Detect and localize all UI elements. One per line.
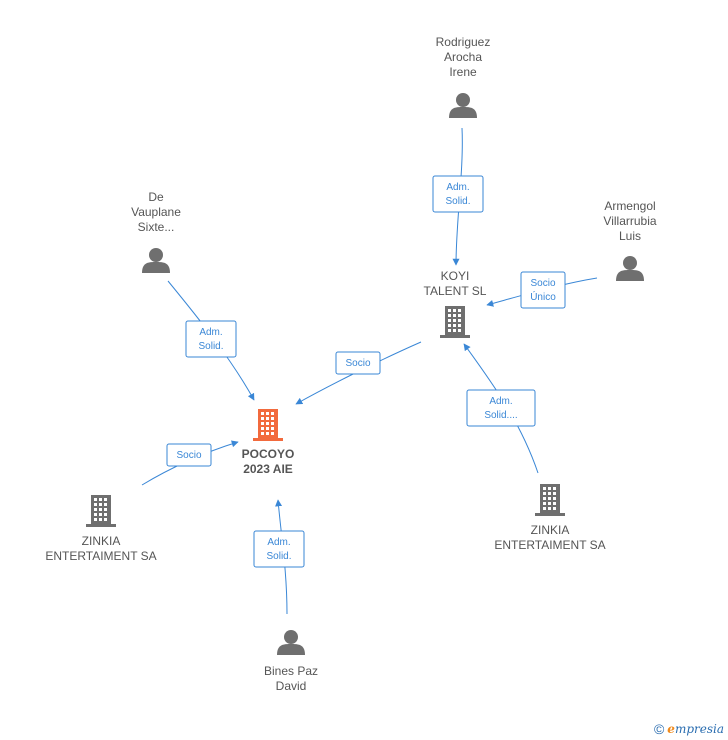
person-icon xyxy=(277,630,305,655)
edge-label-box[interactable]: Adm. Solid. xyxy=(253,530,305,568)
edge-label-text: Solid. xyxy=(198,341,223,352)
edge-label-text: Adm. xyxy=(489,396,512,407)
edge-label-frame xyxy=(253,530,305,568)
building-icon xyxy=(440,306,470,338)
edge-label-text: Socio xyxy=(345,358,370,369)
edge-label-box[interactable]: Socio xyxy=(166,443,212,467)
node-label: Arocha xyxy=(444,50,482,64)
edge-rodriguez-to-koyi: Adm. Solid. xyxy=(432,127,484,266)
edge-label-text: Solid.... xyxy=(484,410,517,421)
edge-label-frame xyxy=(466,389,536,427)
edge-label-text: Solid. xyxy=(445,196,470,207)
node-label: De xyxy=(148,190,164,204)
edge-vauplane-to-pocoyo: Adm. Solid. xyxy=(167,280,255,401)
node-label: POCOYO xyxy=(242,447,295,461)
building-icon xyxy=(86,495,116,527)
building-icon xyxy=(253,409,283,441)
node-label: Irene xyxy=(449,65,477,79)
footer-brand: © empresia xyxy=(654,721,724,737)
edge-label-text: Socio xyxy=(176,450,201,461)
edge-label-text: Adm. xyxy=(446,182,469,193)
edge-label-text: Adm. xyxy=(199,327,222,338)
edge-label-frame xyxy=(335,351,381,375)
edge-zinkia2-to-koyi: Adm. Solid.... xyxy=(463,343,539,474)
node-label: Armengol xyxy=(604,199,655,213)
node-label: TALENT SL xyxy=(424,284,487,298)
edge-label-frame xyxy=(432,175,484,213)
node-label: ENTERTAIMENT SA xyxy=(494,538,605,552)
node-label: David xyxy=(276,679,307,693)
node-label: 2023 AIE xyxy=(243,462,293,476)
edges-layer: Adm.Solid.SocioÚnicoAdm.Solid....SocioAd… xyxy=(141,127,598,615)
edge-label-frame xyxy=(166,443,212,467)
node-label: ZINKIA xyxy=(82,534,121,548)
edge-label-box[interactable]: Socio xyxy=(335,351,381,375)
edge-bines-to-pocoyo: Adm. Solid. xyxy=(253,499,305,615)
brand-logo: empresia xyxy=(667,722,724,736)
node-label: Vauplane xyxy=(131,205,181,219)
person-icon xyxy=(142,248,170,273)
building-icon xyxy=(535,484,565,516)
node-label: Bines Paz xyxy=(264,664,318,678)
edge-label-text: Solid. xyxy=(266,551,291,562)
edge-label-frame xyxy=(520,271,566,309)
node-label: Villarrubia xyxy=(603,214,656,228)
edge-label-box[interactable]: Adm. Solid. xyxy=(185,320,237,358)
node-label: Luis xyxy=(619,229,641,243)
node-vauplane[interactable]: DeVauplaneSixte... xyxy=(131,190,181,273)
person-icon xyxy=(449,93,477,118)
node-label: ENTERTAIMENT SA xyxy=(45,549,156,563)
copyright-symbol: © xyxy=(653,721,665,737)
edge-label-frame xyxy=(185,320,237,358)
edge-label-box[interactable]: Adm. Solid.... xyxy=(466,389,536,427)
edge-zinkia1-to-pocoyo: Socio xyxy=(141,440,239,486)
node-label: KOYI xyxy=(441,269,470,283)
node-label: Rodriguez xyxy=(436,35,491,49)
edge-label-text: Adm. xyxy=(267,537,290,548)
node-label: Sixte... xyxy=(138,220,175,234)
edge-koyi-to-pocoyo: Socio xyxy=(295,341,422,405)
edge-label-box[interactable]: Adm. Solid. xyxy=(432,175,484,213)
person-icon xyxy=(616,256,644,281)
edge-label-text: Socio xyxy=(530,278,555,289)
edge-label-text: Único xyxy=(530,290,556,303)
node-label: ZINKIA xyxy=(531,523,570,537)
